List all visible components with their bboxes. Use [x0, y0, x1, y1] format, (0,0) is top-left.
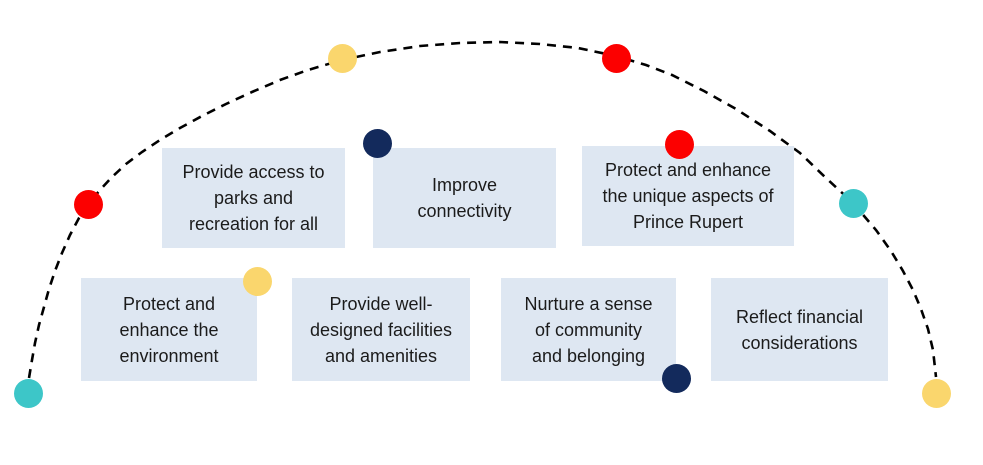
red-dot-prince-rupert-icon: [664, 129, 694, 159]
goal-box-parks-recreation: Provide access to parks and recreation f…: [162, 148, 345, 248]
red-dot-arc-top-right-icon: [601, 43, 631, 73]
yellow-dot-arc-bottom-right-icon: [921, 378, 951, 408]
yellow-dot-environment-icon: [242, 266, 272, 296]
navy-dot-improve-connectivity-icon: [362, 128, 392, 158]
goal-box-community-belonging: Nurture a sense of community and belongi…: [501, 278, 676, 381]
goal-box-financial-considerations-label: Reflect financial considerations: [735, 306, 864, 353]
navy-dot-belonging-icon: [661, 363, 691, 393]
goal-box-environment-label: Protect and enhance the environment: [119, 293, 219, 366]
goal-box-improve-connectivity: Improve connectivity: [373, 148, 556, 248]
goal-box-environment: Protect and enhance the environment: [81, 278, 257, 381]
goal-box-prince-rupert: Protect and enhance the unique aspects o…: [582, 146, 794, 246]
goal-box-prince-rupert-label: Protect and enhance the unique aspects o…: [602, 160, 774, 232]
yellow-dot-arc-top-left-icon: [327, 43, 357, 73]
goal-box-community-belonging-label: Nurture a sense of community and belongi…: [524, 293, 653, 366]
goal-box-parks-recreation-label: Provide access to parks and recreation f…: [182, 162, 325, 234]
red-dot-arc-left-icon: [73, 189, 103, 219]
goal-box-financial-considerations: Reflect financial considerations: [711, 278, 888, 381]
dashed-arc: [27, 40, 938, 379]
teal-dot-arc-right-icon: [838, 188, 868, 218]
goal-box-facilities-amenities-label: Provide well- designed facilities and am…: [309, 293, 453, 366]
goal-box-improve-connectivity-label: Improve connectivity: [417, 175, 512, 221]
teal-dot-arc-bottom-left-icon: [13, 378, 43, 408]
goal-box-facilities-amenities: Provide well- designed facilities and am…: [292, 278, 470, 381]
